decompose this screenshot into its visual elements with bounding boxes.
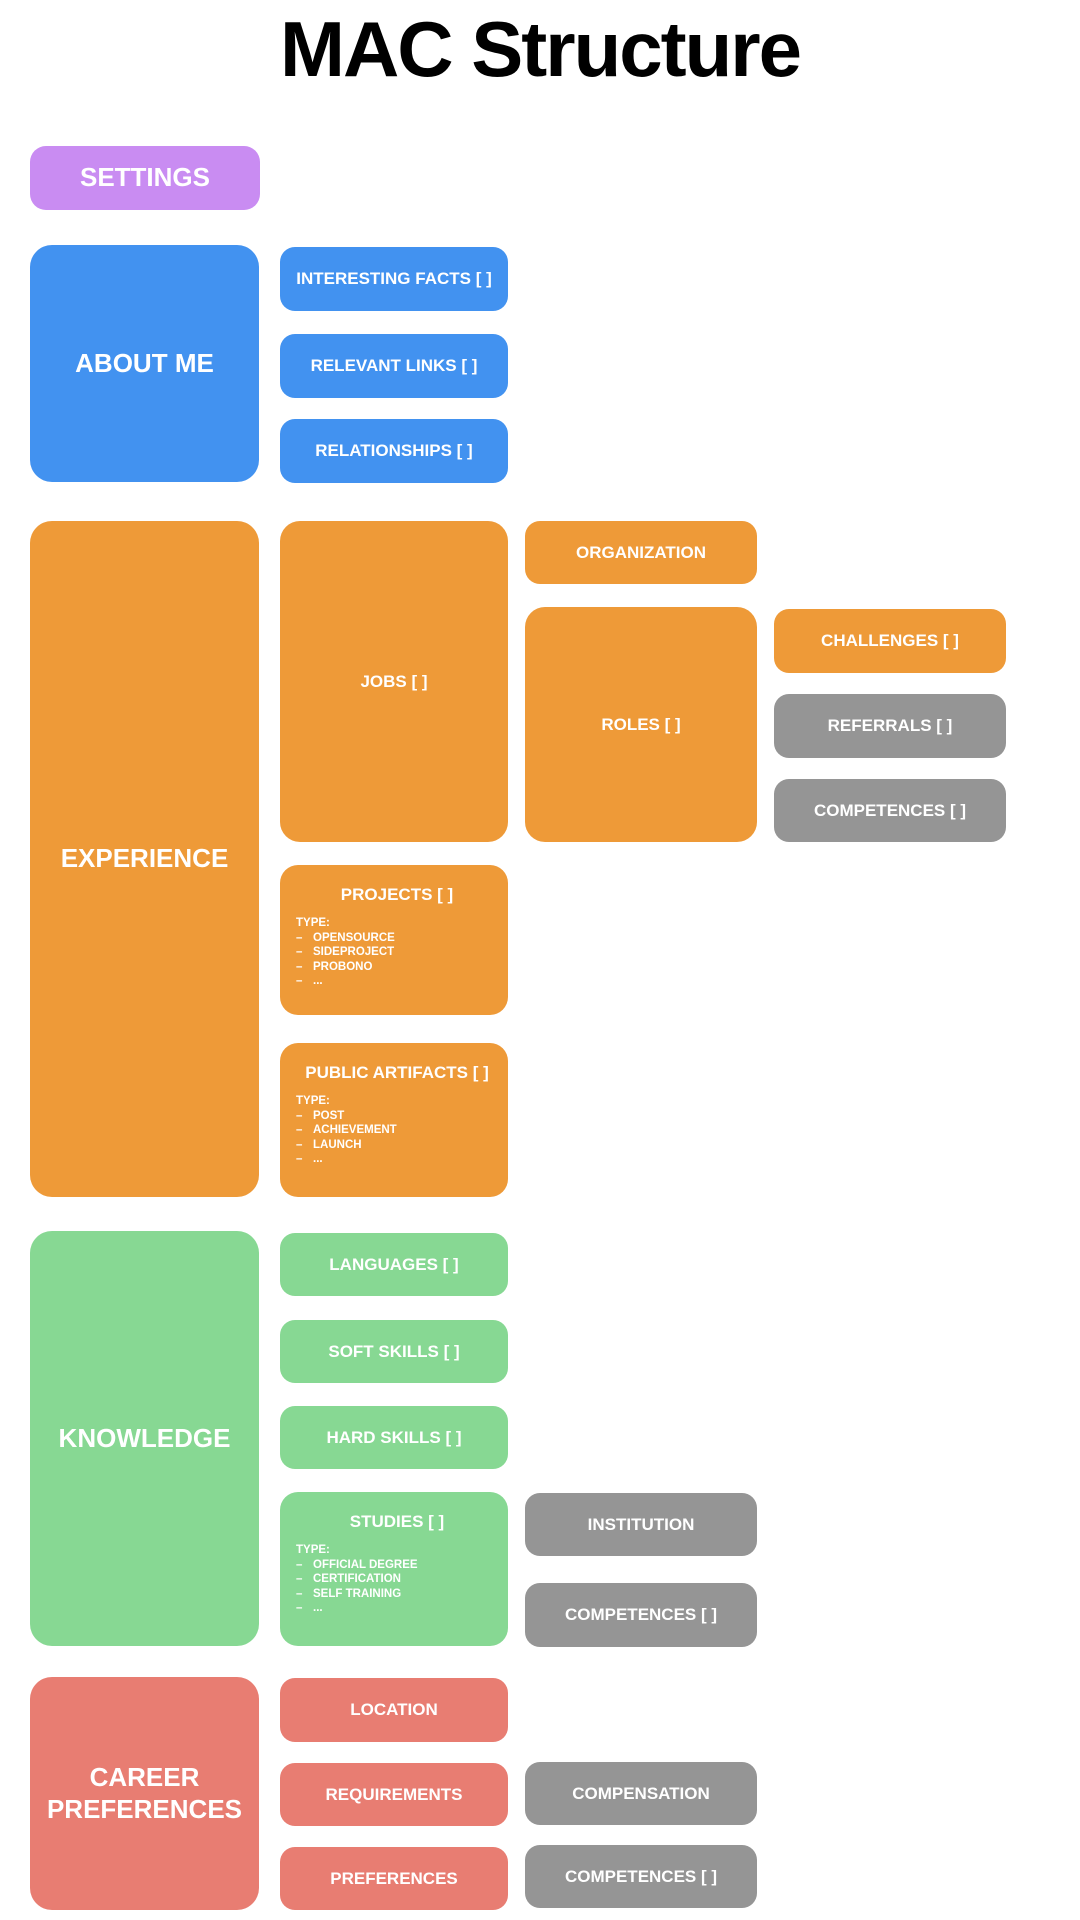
- public-artifacts-block: PUBLIC ARTIFACTS [ ] TYPE: –POST –ACHIEV…: [280, 1043, 508, 1197]
- type-item: –PROBONO: [296, 960, 498, 975]
- type-item-label: ACHIEVEMENT: [313, 1124, 397, 1136]
- requirements-block: REQUIREMENTS: [280, 1763, 508, 1826]
- settings-block: SETTINGS: [30, 146, 260, 210]
- challenges-label: CHALLENGES [ ]: [821, 631, 959, 650]
- about-me-block: ABOUT ME: [30, 245, 259, 482]
- roles-label: ROLES [ ]: [601, 714, 681, 734]
- type-item: –POST: [296, 1109, 498, 1124]
- institution-block: INSTITUTION: [525, 1493, 757, 1556]
- type-heading: TYPE:: [296, 1095, 330, 1107]
- dash: –: [296, 1124, 303, 1136]
- interesting-facts-block: INTERESTING FACTS [ ]: [280, 247, 508, 311]
- type-item-label: CERTIFICATION: [313, 1573, 401, 1585]
- type-heading: TYPE:: [296, 1544, 330, 1556]
- challenges-block: CHALLENGES [ ]: [774, 609, 1006, 673]
- type-item: –LAUNCH: [296, 1138, 498, 1153]
- requirements-label: REQUIREMENTS: [325, 1784, 463, 1804]
- hard-skills-label: HARD SKILLS [ ]: [326, 1427, 462, 1447]
- type-item: –SELF TRAINING: [296, 1587, 498, 1602]
- public-artifacts-label: PUBLIC ARTIFACTS [ ]: [305, 1063, 489, 1082]
- studies-label: STUDIES [ ]: [349, 1512, 445, 1531]
- career-competences-label: COMPETENCES [ ]: [564, 1866, 718, 1886]
- type-item: –ACHIEVEMENT: [296, 1123, 498, 1138]
- organization-block: ORGANIZATION: [525, 521, 757, 584]
- dash: –: [296, 931, 303, 944]
- career-competences-block: COMPETENCES [ ]: [525, 1845, 757, 1908]
- dash: –: [296, 1573, 303, 1585]
- soft-skills-block: SOFT SKILLS [ ]: [280, 1320, 508, 1383]
- experience-label: EXPERIENCE: [60, 843, 229, 874]
- location-block: LOCATION: [280, 1678, 508, 1742]
- type-item-label: OFFICIAL DEGREE: [313, 1558, 418, 1571]
- roles-competences-block: COMPETENCES [ ]: [774, 779, 1006, 842]
- referrals-block: REFERRALS [ ]: [774, 694, 1006, 758]
- type-item-label: SIDEPROJECT: [313, 946, 395, 958]
- dash: –: [296, 1602, 303, 1614]
- relationships-label: RELATIONSHIPS [ ]: [315, 441, 473, 460]
- organization-label: ORGANIZATION: [575, 542, 706, 562]
- location-label: LOCATION: [350, 1700, 438, 1719]
- diagram-title: MAC Structure: [279, 5, 802, 93]
- experience-block: EXPERIENCE: [30, 521, 259, 1197]
- knowledge-label: KNOWLEDGE: [58, 1422, 231, 1453]
- type-item: –OFFICIAL DEGREE: [296, 1558, 498, 1573]
- interesting-facts-label: INTERESTING FACTS [ ]: [296, 269, 492, 288]
- dash: –: [296, 1109, 303, 1122]
- dash: –: [296, 960, 303, 973]
- compensation-block: COMPENSATION: [525, 1762, 757, 1825]
- relevant-links-label: RELEVANT LINKS [ ]: [310, 356, 478, 375]
- career-preferences-label: CAREER PREFERENCES: [46, 1761, 243, 1824]
- type-item-label: PROBONO: [313, 960, 373, 973]
- relationships-block: RELATIONSHIPS [ ]: [280, 419, 508, 483]
- projects-label: PROJECTS [ ]: [340, 885, 454, 904]
- hard-skills-block: HARD SKILLS [ ]: [280, 1406, 508, 1469]
- public-artifacts-type-list: TYPE: –POST –ACHIEVEMENT –LAUNCH –...: [296, 1094, 498, 1167]
- type-item-label: OPENSOURCE: [313, 931, 395, 944]
- roles-block: ROLES [ ]: [525, 607, 757, 842]
- career-preferences-block: CAREER PREFERENCES: [30, 1677, 259, 1910]
- studies-competences-label: COMPETENCES [ ]: [564, 1605, 718, 1624]
- preferences-block: PREFERENCES: [280, 1847, 508, 1910]
- languages-label: LANGUAGES [ ]: [329, 1254, 459, 1274]
- type-item: –...: [296, 1152, 498, 1167]
- dash: –: [296, 975, 303, 987]
- type-item-label: POST: [313, 1109, 345, 1122]
- type-item-label: ...: [313, 975, 323, 987]
- soft-skills-label: SOFT SKILLS [ ]: [328, 1341, 460, 1361]
- studies-block: STUDIES [ ] TYPE: –OFFICIAL DEGREE –CERT…: [280, 1492, 508, 1646]
- type-item: –CERTIFICATION: [296, 1572, 498, 1587]
- knowledge-block: KNOWLEDGE: [30, 1231, 259, 1646]
- type-item: –SIDEPROJECT: [296, 945, 498, 960]
- dash: –: [296, 1153, 303, 1165]
- roles-competences-label: COMPETENCES [ ]: [813, 800, 967, 820]
- dash: –: [296, 1138, 303, 1151]
- type-item-label: ...: [313, 1153, 323, 1165]
- type-item-label: LAUNCH: [313, 1138, 362, 1151]
- type-item: –OPENSOURCE: [296, 931, 498, 946]
- compensation-label: COMPENSATION: [572, 1783, 710, 1803]
- projects-type-list: TYPE: –OPENSOURCE –SIDEPROJECT –PROBONO …: [296, 916, 498, 989]
- type-item-label: SELF TRAINING: [313, 1587, 402, 1600]
- studies-type-list: TYPE: –OFFICIAL DEGREE –CERTIFICATION –S…: [296, 1543, 498, 1616]
- settings-label: SETTINGS: [79, 162, 210, 193]
- type-item-label: ...: [313, 1602, 323, 1614]
- institution-label: INSTITUTION: [587, 1514, 695, 1534]
- dash: –: [296, 1558, 303, 1571]
- dash: –: [296, 946, 303, 958]
- jobs-label: JOBS [ ]: [360, 671, 428, 691]
- type-item: –...: [296, 1601, 498, 1616]
- jobs-block: JOBS [ ]: [280, 521, 508, 842]
- referrals-label: REFERRALS [ ]: [827, 716, 953, 735]
- preferences-label: PREFERENCES: [330, 1868, 458, 1888]
- type-item: –...: [296, 974, 498, 989]
- type-heading: TYPE:: [296, 917, 330, 929]
- projects-block: PROJECTS [ ] TYPE: –OPENSOURCE –SIDEPROJ…: [280, 865, 508, 1015]
- dash: –: [296, 1587, 303, 1600]
- relevant-links-block: RELEVANT LINKS [ ]: [280, 334, 508, 398]
- studies-competences-block: COMPETENCES [ ]: [525, 1583, 757, 1647]
- about-me-label: ABOUT ME: [75, 347, 214, 378]
- languages-block: LANGUAGES [ ]: [280, 1233, 508, 1296]
